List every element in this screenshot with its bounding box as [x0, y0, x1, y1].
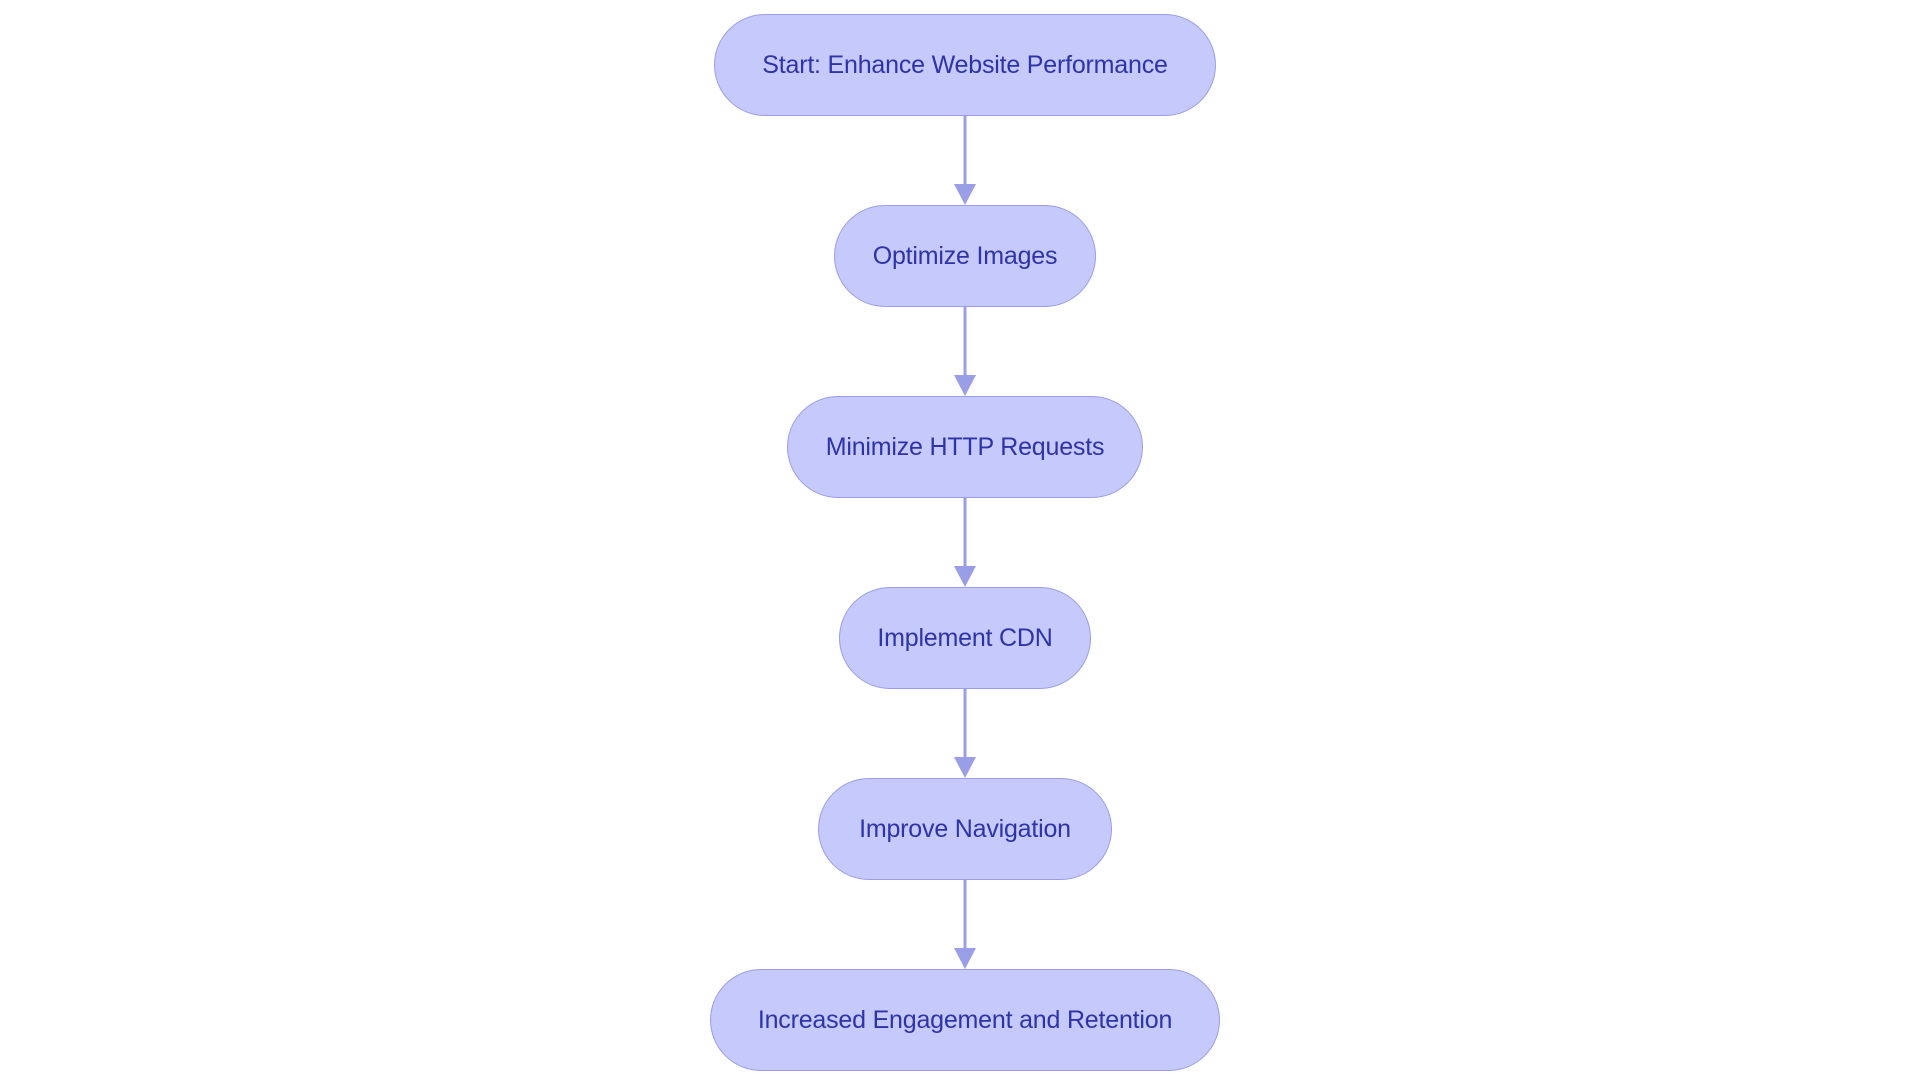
node-label: Increased Engagement and Retention	[757, 1005, 1173, 1034]
edge-optimize-images-to-minimize-http	[954, 307, 976, 396]
node-implement-cdn: Implement CDN	[839, 587, 1091, 689]
node-label: Start: Enhance Website Performance	[762, 50, 1168, 79]
node-optimize-images: Optimize Images	[834, 205, 1096, 307]
node-label: Improve Navigation	[859, 814, 1071, 843]
edge-implement-cdn-to-improve-navigation	[954, 689, 976, 778]
edge-arrowhead	[954, 948, 976, 969]
edge-minimize-http-to-implement-cdn	[954, 498, 976, 587]
edge-arrowhead	[954, 375, 976, 396]
node-label: Implement CDN	[877, 623, 1053, 652]
node-increased-engagement-and-retention: Increased Engagement and Retention	[710, 969, 1220, 1071]
node-label: Minimize HTTP Requests	[825, 432, 1105, 461]
edge-arrowhead	[954, 757, 976, 778]
node-label: Optimize Images	[872, 241, 1058, 270]
node-minimize-http-requests: Minimize HTTP Requests	[787, 396, 1143, 498]
edge-arrowhead	[954, 184, 976, 205]
edge-improve-navigation-to-increased-engagement	[954, 880, 976, 969]
edge-start-to-optimize-images	[954, 116, 976, 205]
node-start-enhance-website-performance: Start: Enhance Website Performance	[714, 14, 1216, 116]
edge-arrowhead	[954, 566, 976, 587]
node-improve-navigation: Improve Navigation	[818, 778, 1112, 880]
